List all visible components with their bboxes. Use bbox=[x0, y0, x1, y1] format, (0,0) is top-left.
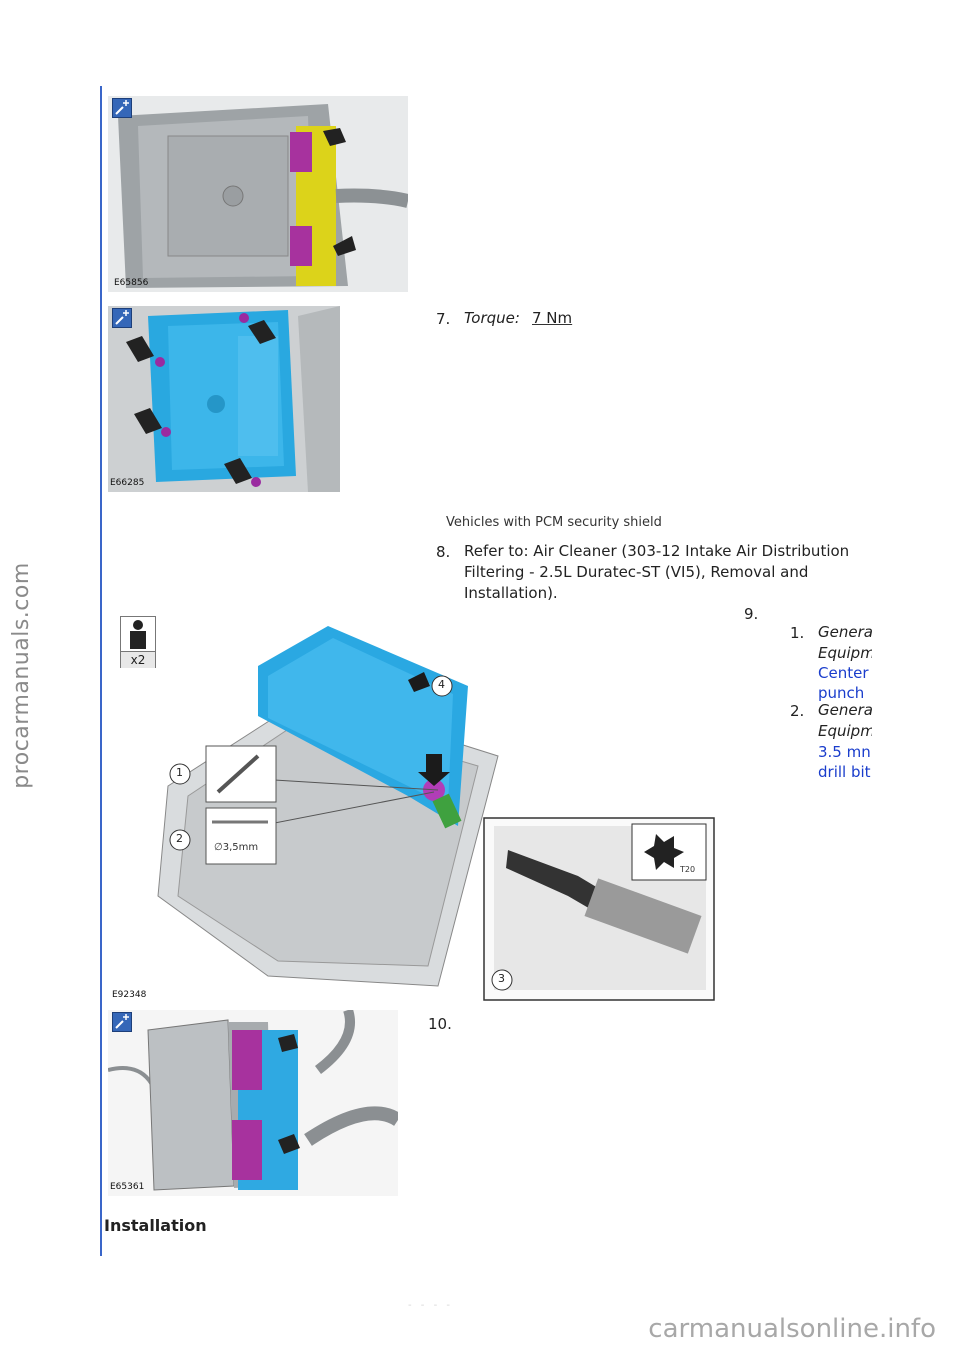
step-8-line-2[interactable]: Filtering - 2.5L Duratec-ST (VI5), Remov… bbox=[464, 563, 809, 581]
step-9-item-2-link-1[interactable]: 3.5 mn bbox=[818, 743, 871, 761]
figure-pcm-shield-drawing bbox=[108, 606, 722, 1004]
zoom-icon[interactable] bbox=[112, 98, 132, 118]
step-9-item-1-link-1[interactable]: Center bbox=[818, 664, 869, 682]
person-count-badge: x2 bbox=[120, 616, 156, 668]
figure-ecm-connectors: E65856 bbox=[108, 96, 408, 292]
step-9-item-1-link-2[interactable]: punch bbox=[818, 684, 865, 702]
step-8-line-3[interactable]: Installation). bbox=[464, 584, 558, 602]
step-9-item-1-number: 1. bbox=[790, 624, 805, 642]
bottom-watermark: carmanualsonline.info bbox=[648, 1314, 936, 1344]
step-9-item-1-label-1: Genera bbox=[818, 623, 872, 641]
step-8-line-1[interactable]: Refer to: Air Cleaner (303-12 Intake Air… bbox=[464, 542, 850, 560]
zoom-icon[interactable] bbox=[112, 308, 132, 328]
figure-ecm-connectors-drawing bbox=[108, 96, 408, 292]
page-footer: - - - - bbox=[408, 1300, 453, 1311]
step-7-torque-value[interactable]: 7 Nm bbox=[532, 309, 573, 327]
left-margin-rule bbox=[100, 86, 102, 1256]
zoom-icon[interactable] bbox=[112, 1012, 132, 1032]
figure-pcm-shield-removal: 1 2 3 4 ∅3,5mm T20 x2 E92348 bbox=[108, 606, 722, 1004]
figure-id: E65856 bbox=[114, 278, 149, 288]
step-10-number: 10. bbox=[428, 1015, 452, 1033]
step-7-number: 7. bbox=[436, 310, 451, 328]
figure-ecm-bolts: E66285 bbox=[108, 306, 340, 492]
callout-3: 3 bbox=[498, 972, 505, 985]
note-pcm-security-shield: Vehicles with PCM security shield bbox=[446, 515, 662, 530]
callout-2: 2 bbox=[176, 832, 183, 845]
step-9-item-2-label-2: Equipm bbox=[818, 722, 872, 740]
figure-id: E65361 bbox=[110, 1182, 145, 1192]
side-watermark: procarmanuals.com bbox=[4, 560, 38, 790]
figure-id: E92348 bbox=[112, 990, 147, 1000]
figure-id: E66285 bbox=[110, 478, 145, 488]
figure-ecm-bolts-drawing bbox=[108, 306, 340, 492]
figure-ecm-harness-drawing bbox=[108, 1010, 398, 1196]
step-7-torque-label: Torque: bbox=[464, 309, 520, 327]
step-9-item-2-link-2[interactable]: drill bit bbox=[818, 763, 871, 780]
step-8-number: 8. bbox=[436, 543, 451, 561]
step-9-item-2-label-1: Genera bbox=[818, 701, 872, 719]
step-9-item-2-number: 2. bbox=[790, 702, 805, 720]
torx-size-label: T20 bbox=[680, 865, 696, 874]
step-9-column: 1. Genera Equipm Center punch 2. Genera … bbox=[760, 620, 872, 780]
person-icon bbox=[130, 620, 146, 649]
drill-size-label: ∅3,5mm bbox=[214, 842, 259, 853]
step-9-item-1-label-2: Equipm bbox=[818, 644, 872, 662]
figure-ecm-harness: E65361 bbox=[108, 1010, 398, 1196]
step-9-number: 9. bbox=[744, 605, 759, 623]
person-count-text: x2 bbox=[121, 651, 155, 668]
callout-4: 4 bbox=[438, 678, 445, 691]
section-heading-installation: Installation bbox=[104, 1216, 207, 1235]
callout-1: 1 bbox=[176, 766, 183, 779]
side-watermark-text: procarmanuals.com bbox=[8, 561, 34, 789]
